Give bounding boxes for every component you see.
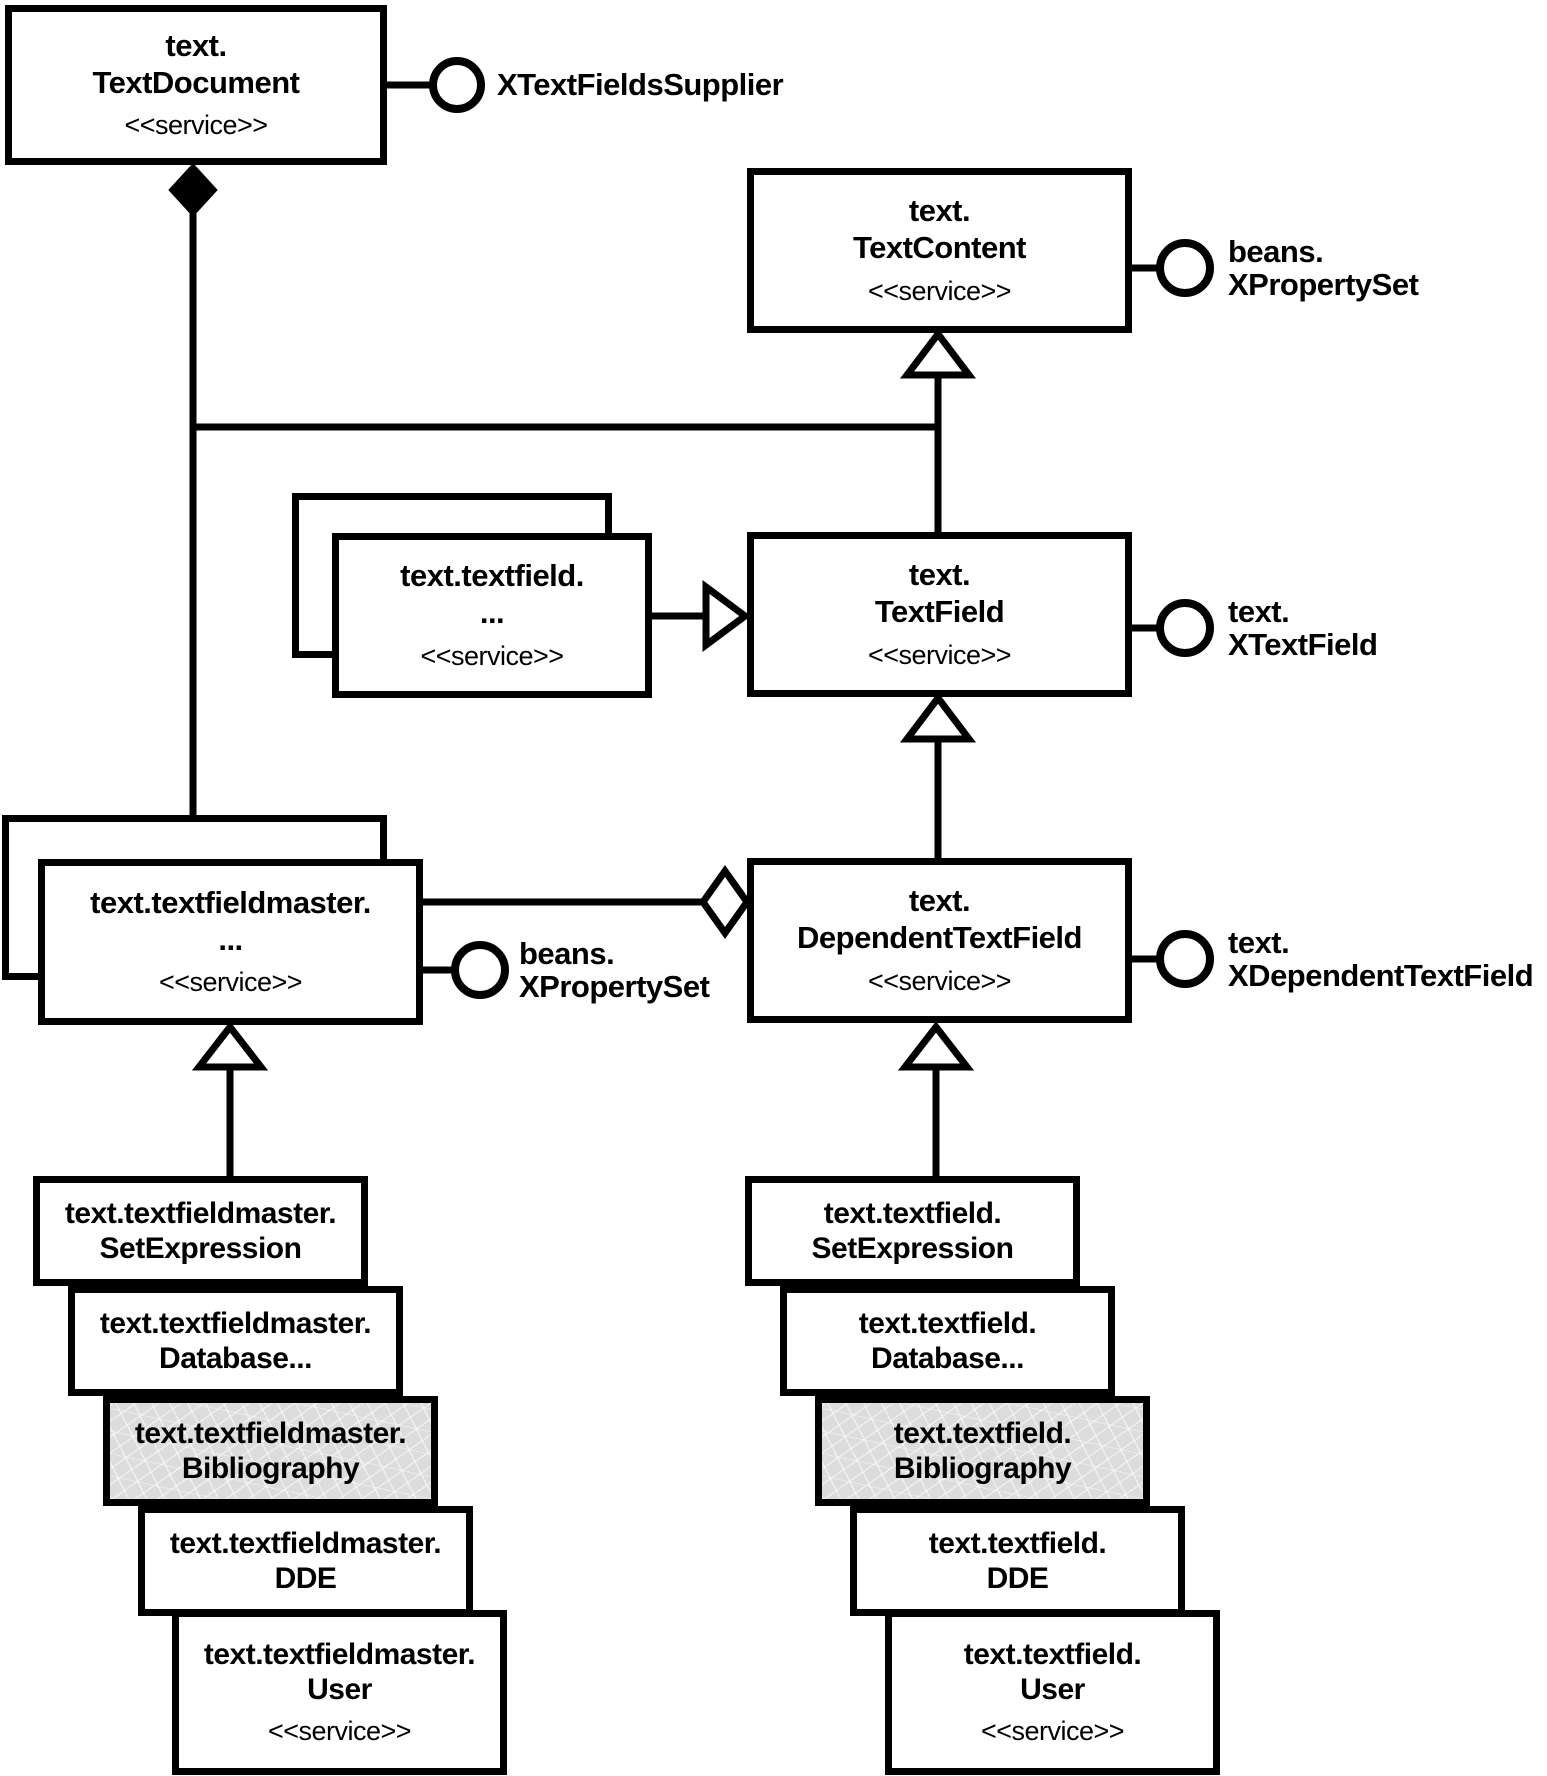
- service-name: text.textfield.: [400, 558, 584, 594]
- subtype-name: DDE: [986, 1562, 1049, 1595]
- interface-name: beans.: [1228, 234, 1324, 269]
- generalization-triangle-textfield-right: [702, 580, 751, 652]
- interface-circle-xtextfield: [1156, 599, 1214, 657]
- interface-label-xtextfield: text. XTextField: [1228, 594, 1378, 662]
- service-name: text.: [908, 557, 971, 593]
- interface-name: beans.: [519, 936, 615, 971]
- interface-name: XDependentTextField: [1228, 958, 1534, 993]
- service-name: TextContent: [852, 230, 1027, 266]
- interface-label-xtextfieldssupplier: XTextFieldsSupplier: [497, 67, 784, 102]
- service-box-text-document: text. TextDocument <<service>>: [5, 5, 387, 165]
- composition-diamond-icon: [168, 163, 218, 217]
- subtype-name: text.textfieldmaster.: [169, 1526, 442, 1560]
- service-name: text.: [908, 193, 971, 229]
- service-stereotype: <<service>>: [867, 965, 1012, 996]
- master-subtype-user: text.textfieldmaster. User <<service>>: [172, 1610, 507, 1775]
- subtype-name: text.textfield.: [928, 1526, 1107, 1560]
- interface-circle-xpropertyset-content: [1156, 239, 1214, 297]
- generalization-triangle-dependent: [897, 1021, 975, 1071]
- service-stereotype: <<service>>: [867, 639, 1012, 670]
- field-subtype-dde: text.textfield. DDE: [850, 1506, 1185, 1616]
- field-subtype-setexpression: text.textfield. SetExpression: [745, 1176, 1080, 1286]
- interface-circle-xtextfieldssupplier: [429, 57, 485, 113]
- service-box-dependent-text-field: text. DependentTextField <<service>>: [747, 858, 1132, 1023]
- service-name: ...: [218, 921, 243, 957]
- interface-label-xpropertyset-master: beans. XPropertySet: [519, 936, 710, 1004]
- subtype-name: text.textfieldmaster.: [64, 1196, 337, 1230]
- subtype-name: User: [307, 1673, 372, 1707]
- service-box-text-content: text. TextContent <<service>>: [747, 168, 1132, 333]
- subtype-name: text.textfieldmaster.: [134, 1416, 407, 1450]
- service-box-textfield-group: text.textfield. ... <<service>>: [332, 533, 652, 698]
- service-name: text.textfieldmaster.: [90, 884, 371, 920]
- generalization-triangle-textfield: [899, 692, 977, 743]
- master-subtype-database: text.textfieldmaster. Database...: [68, 1286, 403, 1396]
- master-subtype-setexpression: text.textfieldmaster. SetExpression: [33, 1176, 368, 1286]
- subtype-name: text.textfieldmaster.: [99, 1306, 372, 1340]
- field-subtype-bibliography: text.textfield. Bibliography: [815, 1396, 1150, 1506]
- subtype-name: Bibliography: [893, 1452, 1072, 1485]
- interface-name: XTextField: [1228, 627, 1378, 662]
- subtype-name: DDE: [274, 1562, 337, 1595]
- field-subtype-user: text.textfield. User <<service>>: [885, 1610, 1220, 1775]
- service-stereotype: <<service>>: [420, 640, 564, 671]
- subtype-name: text.textfield.: [963, 1637, 1142, 1671]
- service-box-text-field: text. TextField <<service>>: [747, 532, 1132, 697]
- service-name: TextDocument: [92, 64, 300, 100]
- master-subtype-bibliography: text.textfieldmaster. Bibliography: [103, 1396, 438, 1506]
- service-name: text.: [908, 883, 971, 919]
- interface-name: XTextFieldsSupplier: [497, 67, 784, 102]
- service-name: DependentTextField: [797, 920, 1082, 956]
- subtype-name: text.textfield.: [823, 1196, 1002, 1230]
- service-box-textfieldmaster-group: text.textfieldmaster. ... <<service>>: [38, 859, 423, 1025]
- interface-label-xpropertyset-content: beans. XPropertySet: [1228, 234, 1419, 302]
- subtype-stereotype: <<service>>: [980, 1716, 1125, 1747]
- interface-name: XPropertySet: [519, 969, 710, 1004]
- subtype-name: text.textfield.: [893, 1416, 1072, 1450]
- service-name: TextField: [874, 594, 1005, 630]
- field-subtype-database: text.textfield. Database...: [780, 1286, 1115, 1396]
- interface-name: XPropertySet: [1228, 267, 1419, 302]
- interface-name: text.: [1228, 594, 1290, 629]
- interface-label-xdependenttextfield: text. XDependentTextField: [1228, 925, 1534, 993]
- service-name: ...: [479, 595, 505, 631]
- subtype-name: User: [1020, 1673, 1085, 1707]
- subtype-name: text.textfieldmaster.: [203, 1637, 476, 1671]
- subtype-name: SetExpression: [811, 1232, 1014, 1265]
- subtype-name: Database...: [159, 1342, 312, 1375]
- generalization-triangle-master: [191, 1021, 269, 1071]
- service-stereotype: <<service>>: [158, 967, 303, 998]
- service-stereotype: <<service>>: [867, 275, 1012, 306]
- subtype-name: Bibliography: [181, 1452, 360, 1485]
- subtype-name: SetExpression: [99, 1232, 302, 1265]
- generalization-triangle-textcontent: [899, 328, 977, 379]
- interface-circle-xpropertyset-master: [451, 941, 509, 999]
- aggregation-diamond-icon: [698, 864, 752, 940]
- subtype-name: Database...: [871, 1342, 1024, 1375]
- service-name: text.: [165, 27, 227, 63]
- subtype-name: text.textfield.: [858, 1306, 1037, 1340]
- subtype-stereotype: <<service>>: [267, 1716, 412, 1747]
- interface-circle-xdependenttextfield: [1156, 930, 1214, 988]
- service-stereotype: <<service>>: [124, 110, 268, 141]
- master-subtype-dde: text.textfieldmaster. DDE: [138, 1506, 473, 1616]
- interface-name: text.: [1228, 925, 1290, 960]
